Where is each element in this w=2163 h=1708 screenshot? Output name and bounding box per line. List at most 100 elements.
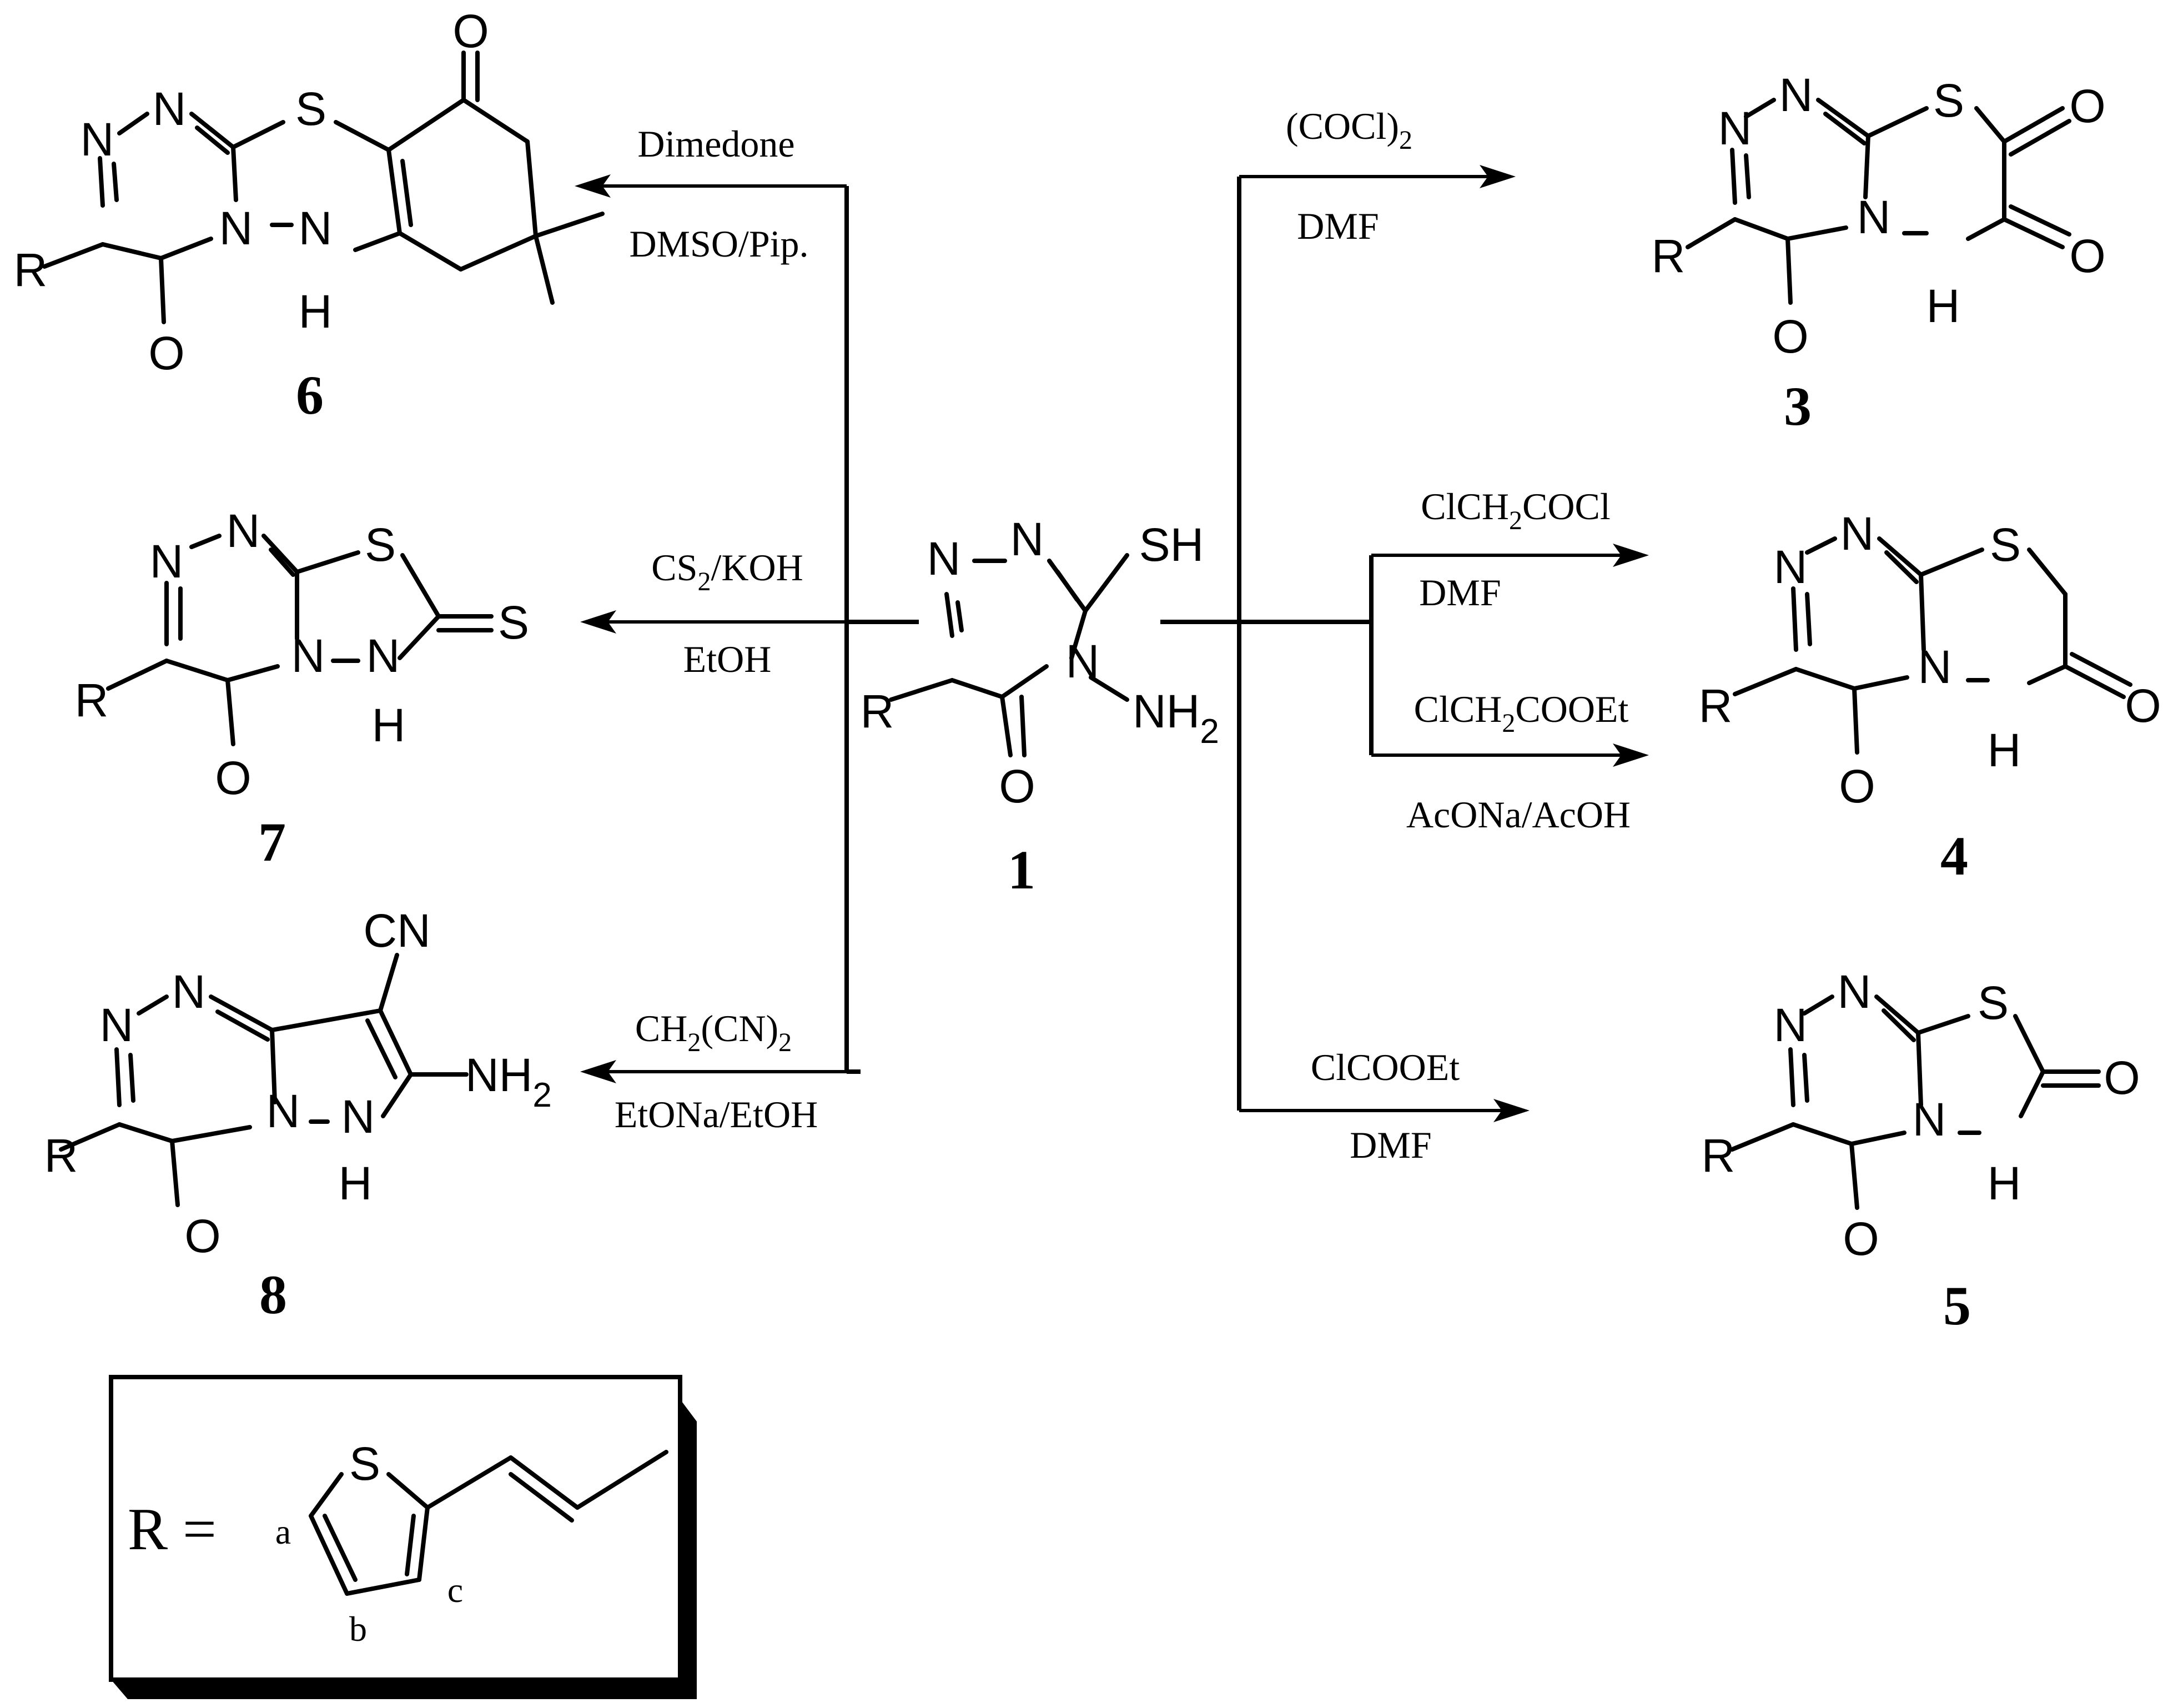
- compound-number-8: 8: [259, 1264, 287, 1325]
- atom-r: R: [44, 1129, 78, 1182]
- conditions-to-3: (COCl)2 DMF: [1286, 105, 1412, 247]
- atom-s: S: [349, 1438, 380, 1490]
- atom-n: N: [1010, 513, 1044, 565]
- atom-n: N: [172, 966, 206, 1018]
- atom-o: O: [2104, 1052, 2140, 1104]
- atom-o: O: [2069, 230, 2105, 282]
- conditions-to-4: ClCH2COCl DMF ClCH2COOEt AcONa/AcOH: [1406, 485, 1631, 836]
- arrow-to-4a: [1371, 544, 1649, 567]
- atom-r: R: [1702, 1129, 1736, 1182]
- condition-cs2-koh: CS2/KOH: [651, 546, 803, 596]
- atom-n: N: [1774, 541, 1808, 593]
- arrow-to-3: [1239, 165, 1516, 188]
- atom-n: N: [1918, 641, 1952, 693]
- r-group-box: R = S a b c: [109, 1375, 697, 1699]
- atom-o: O: [184, 1210, 220, 1262]
- atom-o: O: [452, 5, 489, 57]
- arrow-to-7: [580, 610, 847, 634]
- right-branch-wiring: [1160, 177, 1374, 1111]
- atom-n: N: [219, 202, 253, 254]
- atom-cn: CN: [363, 905, 430, 957]
- condition-etona-etoh: EtONa/EtOH: [615, 1093, 818, 1136]
- conditions-to-5: ClCOOEt DMF: [1311, 1046, 1460, 1166]
- atom-r: R: [1652, 230, 1686, 282]
- conditions-to-6: Dimedone DMSO/Pip.: [629, 123, 808, 265]
- compound-4: N N S N H O R O 4: [1699, 508, 2161, 887]
- compound-1: N N SH N R O NH2 1: [861, 513, 1219, 901]
- compound-number-6: 6: [296, 364, 324, 426]
- atom-sh: SH: [1139, 519, 1204, 571]
- atom-n: N: [150, 535, 184, 587]
- atom-o: O: [215, 752, 251, 804]
- left-branch-wiring: [844, 186, 919, 1074]
- atom-r: R: [14, 244, 48, 296]
- r-group-label: R =: [128, 1496, 217, 1563]
- atom-s: S: [1990, 519, 2021, 571]
- atom-o: O: [1843, 1213, 1879, 1265]
- compound-number-7: 7: [258, 811, 286, 873]
- atom-o: O: [2125, 680, 2161, 732]
- conditions-to-8: CH2(CN)2 EtONa/EtOH: [615, 1007, 818, 1136]
- atom-n: N: [1857, 191, 1891, 243]
- condition-dmf-5: DMF: [1350, 1124, 1431, 1166]
- condition-dimedone: Dimedone: [637, 123, 794, 165]
- arrow-to-6: [575, 174, 847, 198]
- atom-n: N: [227, 505, 260, 557]
- atom-o: O: [1772, 310, 1808, 363]
- condition-dmf-4: DMF: [1419, 571, 1501, 614]
- atom-n: N: [1913, 1093, 1946, 1146]
- atom-n: N: [1718, 102, 1752, 154]
- atom-n: N: [100, 999, 134, 1051]
- condition-dmso-pip: DMSO/Pip.: [629, 223, 808, 265]
- atom-n: N: [1840, 508, 1874, 560]
- atom-r: R: [75, 674, 109, 726]
- atom-s: S: [1978, 977, 2009, 1029]
- atom-n: N: [1779, 69, 1813, 121]
- atom-h: H: [372, 699, 406, 751]
- compound-7: N N S S N N H R O 7: [75, 505, 529, 873]
- atom-r: R: [861, 685, 894, 737]
- compound-5: N N S O N H R O 5: [1702, 966, 2140, 1337]
- atom-o: O: [1839, 760, 1875, 812]
- condition-malononitrile: CH2(CN)2: [635, 1007, 792, 1057]
- atom-n: N: [927, 533, 961, 585]
- atom-o: O: [999, 760, 1035, 812]
- atom-r: R: [1699, 680, 1733, 732]
- conditions-to-7: CS2/KOH EtOH: [651, 546, 803, 680]
- condition-ethyl-chloroformate: ClCOOEt: [1311, 1046, 1460, 1088]
- compound-8: N N CN NH2 N N H R O 8: [44, 905, 552, 1325]
- condition-acona-acoh: AcONa/AcOH: [1406, 793, 1631, 836]
- atom-nh2: NH2: [465, 1049, 552, 1114]
- atom-h: H: [339, 1157, 373, 1209]
- position-label-c: c: [447, 1570, 463, 1610]
- compound-number-5: 5: [1943, 1275, 1971, 1337]
- compound-number-1: 1: [1008, 839, 1035, 901]
- compound-number-3: 3: [1784, 375, 1812, 437]
- arrow-to-4b: [1371, 744, 1649, 767]
- compound-3: N N S O O N H R O 3: [1652, 69, 2106, 437]
- atom-n: N: [153, 83, 187, 135]
- condition-chloroacetyl-chloride: ClCH2COCl: [1421, 485, 1610, 535]
- arrow-to-5: [1239, 1099, 1530, 1122]
- atom-n: N: [1838, 966, 1872, 1018]
- atom-n: N: [266, 1085, 300, 1137]
- atom-s: S: [1933, 74, 1964, 127]
- atom-nh2: NH2: [1133, 685, 1219, 751]
- atom-s: S: [295, 83, 326, 135]
- position-label-b: b: [349, 1609, 367, 1649]
- compound-6: N N S O N N H R O 6: [14, 5, 605, 426]
- atom-h: H: [1926, 280, 1960, 332]
- condition-etoh: EtOH: [683, 638, 772, 680]
- atom-n: N: [291, 630, 325, 682]
- atom-n: N: [1774, 999, 1808, 1051]
- atom-n: N: [81, 113, 114, 165]
- atom-o: O: [2069, 80, 2105, 132]
- atom-n: N: [299, 202, 333, 254]
- atom-h: H: [1988, 1157, 2021, 1209]
- atom-s: S: [365, 519, 396, 571]
- condition-ethyl-chloroacetate: ClCH2COOEt: [1414, 688, 1629, 738]
- atom-n: N: [341, 1091, 375, 1143]
- atom-n: N: [1066, 635, 1100, 687]
- atom-h: H: [299, 285, 333, 338]
